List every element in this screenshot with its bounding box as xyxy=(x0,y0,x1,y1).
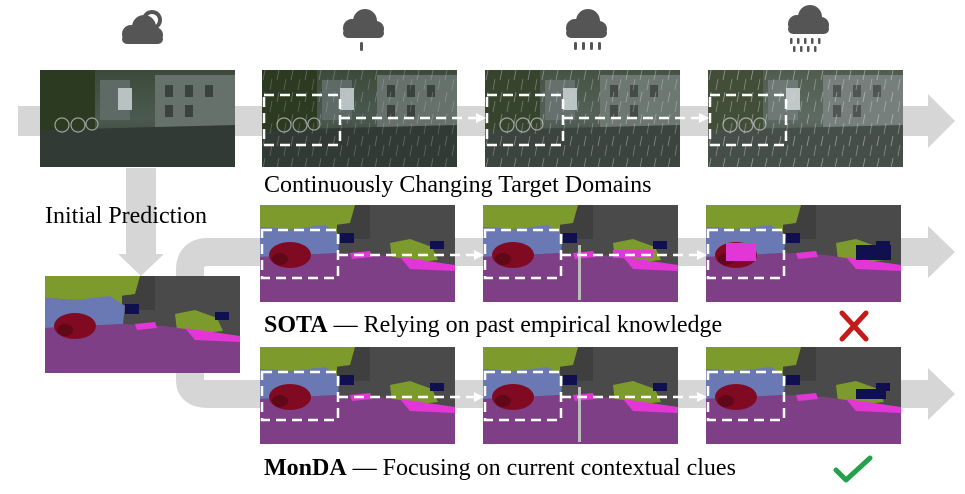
monda-caption: MonDA — Focusing on current contextual c… xyxy=(264,455,736,482)
cloud-light-rain-icon xyxy=(343,9,384,51)
initial-prediction-map xyxy=(45,276,240,373)
sota-description: — Relying on past empirical knowledge xyxy=(327,312,723,338)
target-domains-label: Continuously Changing Target Domains xyxy=(264,172,652,198)
source-photo xyxy=(39,69,236,168)
sota-caption: SOTA — Relying on past empirical knowled… xyxy=(264,312,722,339)
monda-arrow-head xyxy=(928,368,955,420)
cloud-heavy-rain-icon xyxy=(788,5,829,52)
monda-branch-arrow xyxy=(176,370,930,408)
cross-icon xyxy=(839,310,869,342)
sota-prediction-2 xyxy=(483,205,678,302)
initial-prediction-label: Initial Prediction xyxy=(45,203,207,229)
dashed-tracking-boxes xyxy=(260,93,788,422)
sota-prediction-1 xyxy=(260,205,455,302)
target-photo-3 xyxy=(707,69,904,168)
sota-name: SOTA xyxy=(264,312,328,338)
dashed-arrowheads xyxy=(474,113,709,402)
sota-branch-arrow xyxy=(176,238,930,296)
sota-prediction-3 xyxy=(706,205,901,302)
monda-description: — Focusing on current contextual clues xyxy=(346,455,736,481)
monda-prediction-3 xyxy=(706,347,901,444)
cloud-medium-rain-icon xyxy=(566,9,607,50)
monda-prediction-1 xyxy=(260,347,455,444)
cloud-sun-icon xyxy=(122,10,163,44)
sota-arrow-head xyxy=(928,226,955,278)
check-icon xyxy=(833,455,873,483)
initial-prediction-arrow xyxy=(118,168,164,276)
monda-prediction-2 xyxy=(483,347,678,444)
monda-name: MonDA xyxy=(264,455,347,481)
